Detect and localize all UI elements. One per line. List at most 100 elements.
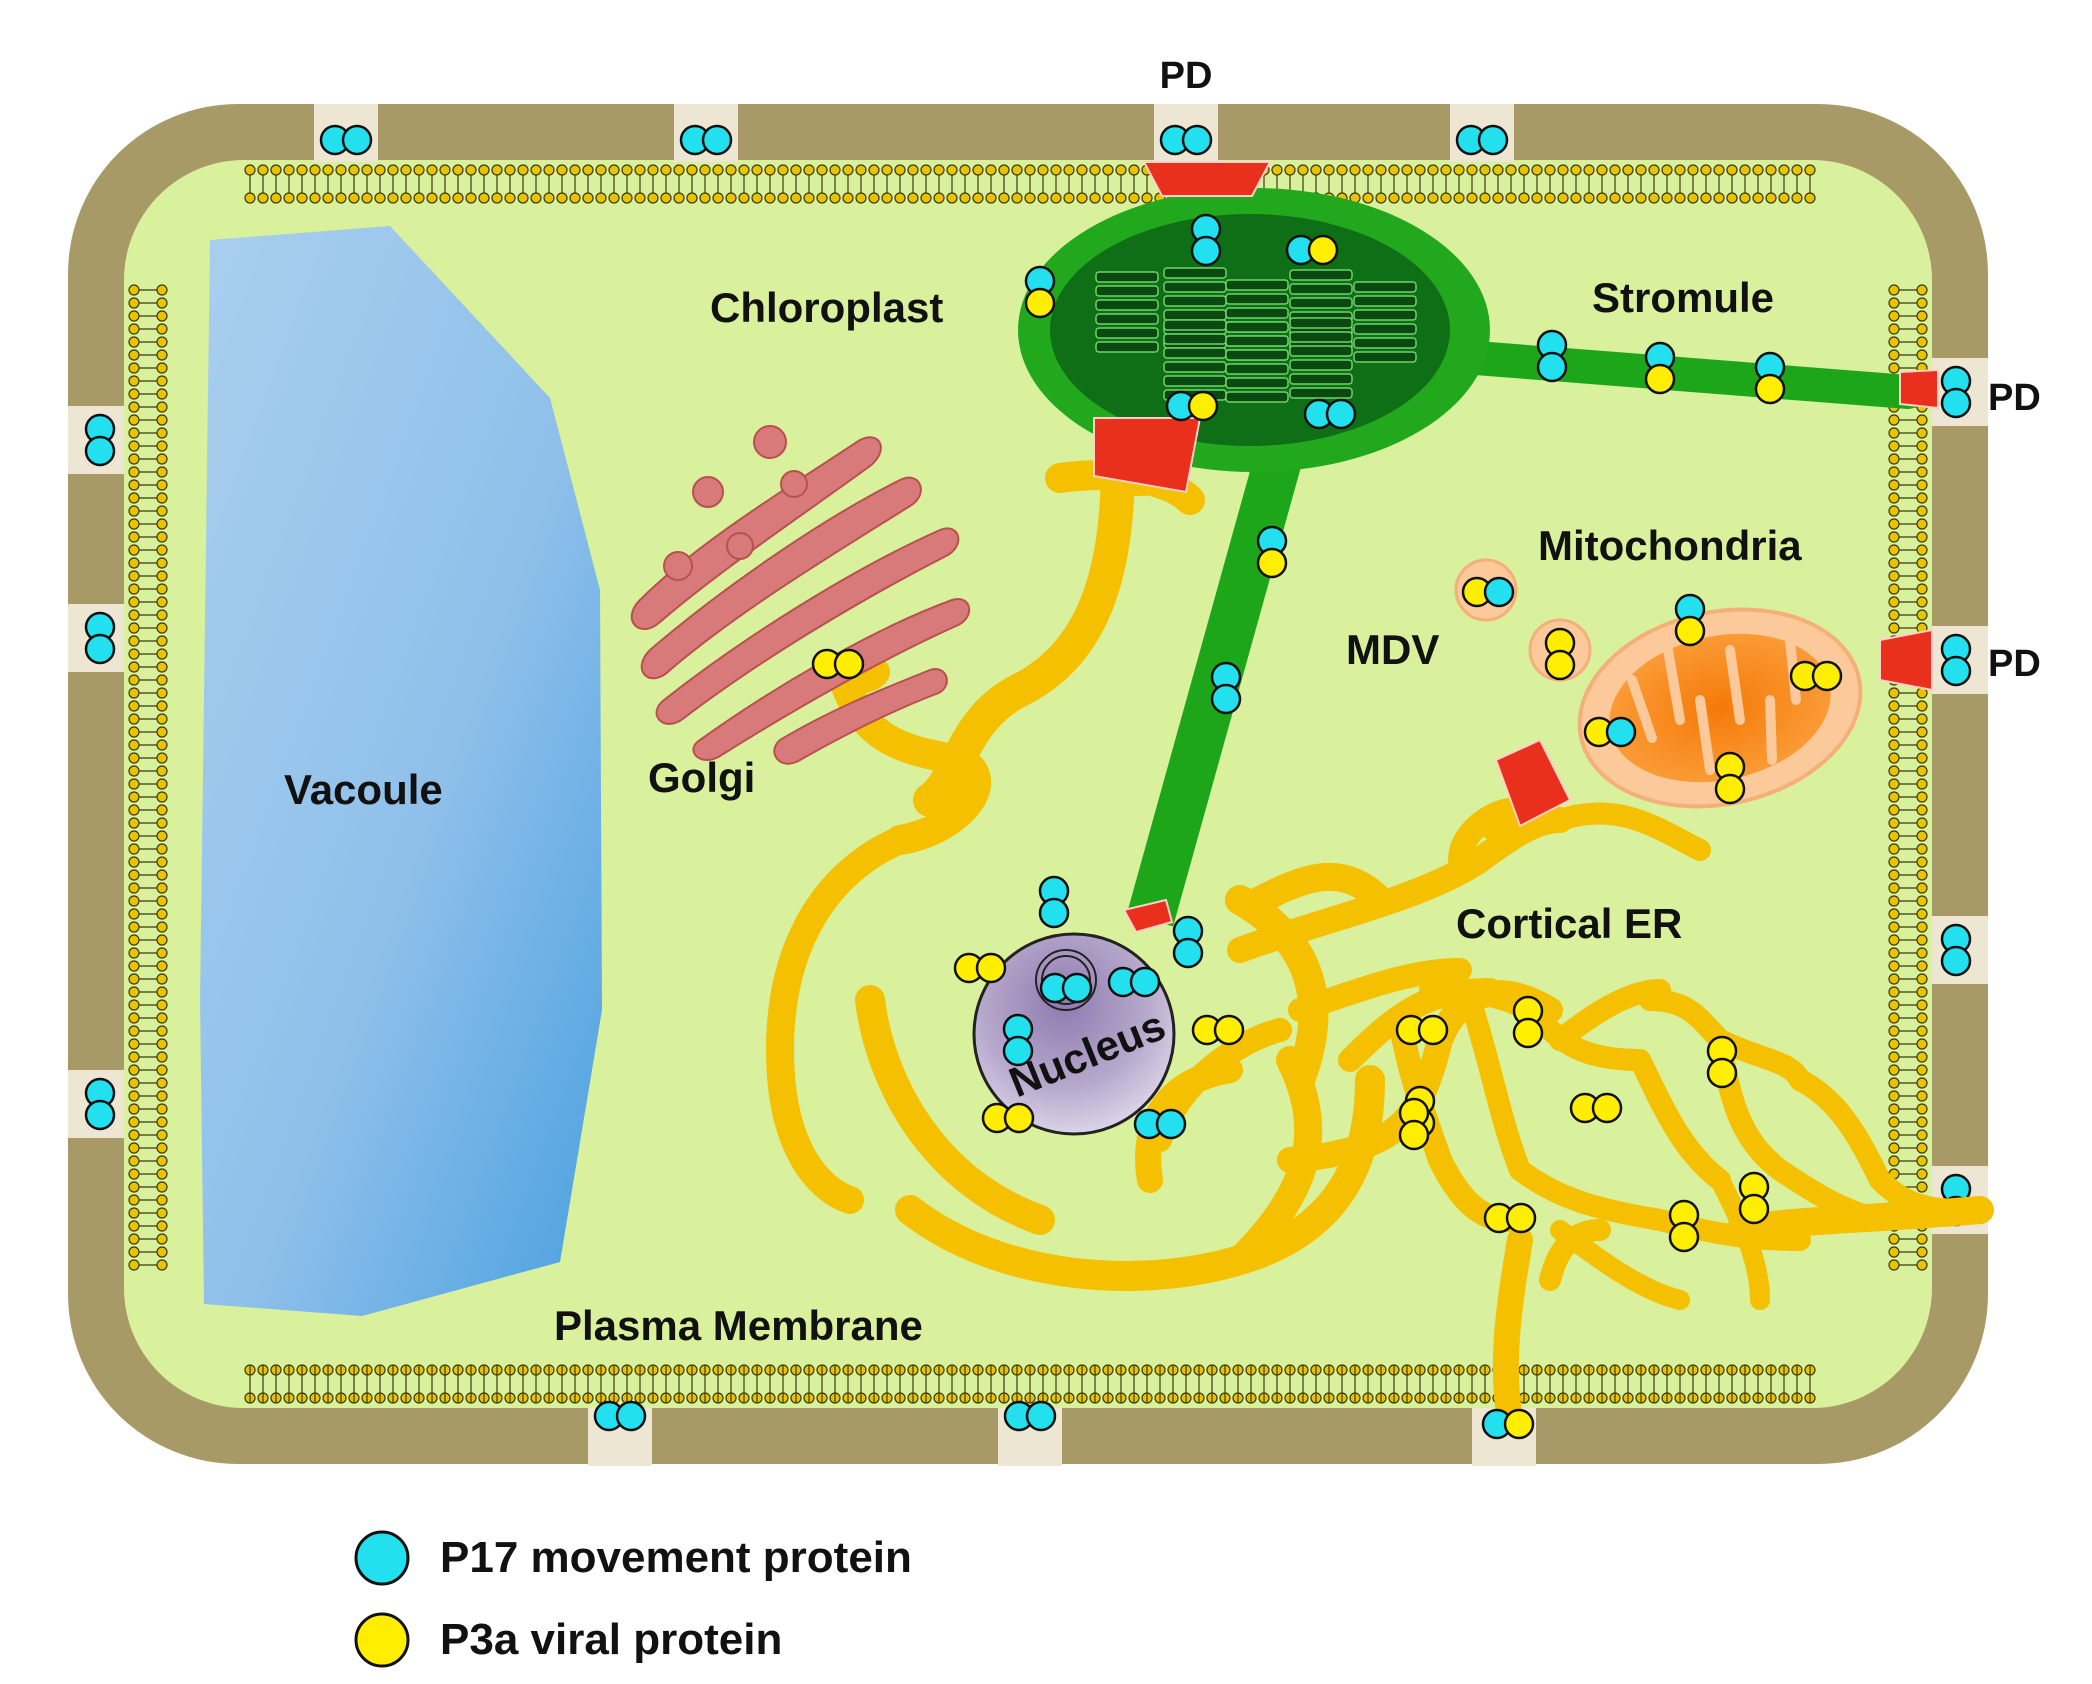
lipid-head: [128, 1129, 140, 1141]
lipid-head: [1916, 557, 1928, 569]
lipid-head: [920, 192, 932, 204]
lipid-head: [1804, 164, 1816, 176]
lipid-head: [156, 1103, 168, 1115]
lipid-head: [1916, 778, 1928, 790]
lipid-head: [156, 1207, 168, 1219]
p17-protein-icon: [1172, 937, 1204, 969]
lipid-head: [128, 856, 140, 868]
p17-protein-icon: [1002, 1035, 1034, 1067]
lipid-head: [1011, 164, 1023, 176]
lipid-head: [128, 583, 140, 595]
lipid-head: [156, 856, 168, 868]
lipid-head: [1271, 164, 1283, 176]
lipid-head: [569, 164, 581, 176]
lipid-head: [1888, 765, 1900, 777]
lipid-head: [1888, 570, 1900, 582]
lipid-head: [1916, 973, 1928, 985]
lipid-head: [128, 518, 140, 530]
lipid-head: [156, 817, 168, 829]
lipid-head: [1804, 192, 1816, 204]
lipid-head: [1583, 192, 1595, 204]
lipid-head: [156, 674, 168, 686]
lipid-head: [1765, 192, 1777, 204]
thylakoid: [1163, 333, 1227, 345]
lipid-head: [855, 192, 867, 204]
lipid-head: [868, 192, 880, 204]
lipid-head: [1531, 192, 1543, 204]
lipid-head: [1609, 164, 1621, 176]
lipid-head: [1063, 164, 1075, 176]
lipid-head: [156, 375, 168, 387]
lipid-head: [156, 1155, 168, 1167]
lipid-head: [1888, 427, 1900, 439]
lipid-head: [156, 635, 168, 647]
p3a-protein-icon: [1417, 1014, 1449, 1046]
lipid-head: [1916, 531, 1928, 543]
lipid-head: [894, 164, 906, 176]
thylakoid: [1225, 363, 1289, 375]
lipid-head: [1888, 284, 1900, 296]
lipid-head: [1310, 164, 1322, 176]
thylakoid: [1163, 281, 1227, 293]
lipid-head: [156, 1051, 168, 1063]
lipid-head: [1635, 192, 1647, 204]
thylakoid: [1163, 347, 1227, 359]
lipid-head: [1888, 609, 1900, 621]
lipid-head: [621, 192, 633, 204]
thylakoid: [1163, 295, 1227, 307]
lipid-head: [128, 336, 140, 348]
lipid-head: [1888, 713, 1900, 725]
lipid-head: [1284, 164, 1296, 176]
lipid-head: [128, 284, 140, 296]
lipid-head: [128, 1142, 140, 1154]
lipid-head: [1916, 466, 1928, 478]
lipid-head: [1916, 869, 1928, 881]
lipid-head: [1888, 1051, 1900, 1063]
lipid-head: [156, 739, 168, 751]
lipid-head: [1401, 192, 1413, 204]
lipid-head: [1916, 713, 1928, 725]
lipid-head: [946, 164, 958, 176]
lipid-head: [530, 192, 542, 204]
lipid-head: [128, 635, 140, 647]
lipid-head: [504, 164, 516, 176]
lipid-head: [296, 164, 308, 176]
lipid-head: [634, 164, 646, 176]
viral-proteins: [811, 213, 1843, 1440]
p17-protein-icon: [84, 1099, 116, 1131]
thylakoid: [1225, 377, 1289, 389]
lipid-head: [1888, 622, 1900, 634]
p3a-protein-icon: [354, 1612, 410, 1668]
lipid-head: [582, 192, 594, 204]
lipid-head: [998, 192, 1010, 204]
thylakoid: [1225, 279, 1289, 291]
p17-protein-icon: [1061, 972, 1093, 1004]
lipid-head: [1916, 310, 1928, 322]
lipid-head: [1570, 164, 1582, 176]
lipid-head: [156, 791, 168, 803]
lipid-head: [1888, 986, 1900, 998]
lipid-head: [1102, 164, 1114, 176]
lipid-head: [452, 164, 464, 176]
lipid-head: [156, 700, 168, 712]
lipid-head: [1687, 164, 1699, 176]
lipid-head: [673, 164, 685, 176]
lipid-head: [1713, 164, 1725, 176]
lipid-head: [1128, 164, 1140, 176]
lipid-head: [156, 830, 168, 842]
p17-protein-icon: [354, 1530, 410, 1586]
thylakoid: [1225, 321, 1289, 333]
lipid-head: [1916, 1012, 1928, 1024]
p3a-protein-icon: [1714, 773, 1746, 805]
lipid-head: [1661, 192, 1673, 204]
lipid-head: [1916, 1246, 1928, 1258]
lipid-head: [1752, 192, 1764, 204]
p17-protein-icon: [1325, 398, 1357, 430]
lipid-head: [1037, 192, 1049, 204]
lipid-head: [128, 648, 140, 660]
lipid-head: [1888, 323, 1900, 335]
lipid-head: [1888, 583, 1900, 595]
lipid-head: [156, 336, 168, 348]
lipid-head: [1888, 297, 1900, 309]
lipid-head: [1518, 164, 1530, 176]
